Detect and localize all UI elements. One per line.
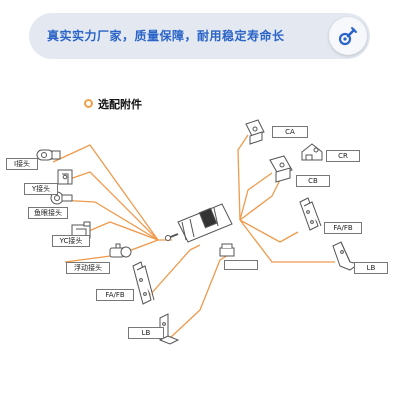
part-label-lb-left: LB bbox=[128, 327, 164, 339]
section-title: 选配附件 bbox=[98, 98, 142, 111]
slogan-banner: 真实实力厂家，质量保障，耐用稳定寿命长 bbox=[29, 13, 370, 59]
wrench-gear-icon[interactable] bbox=[329, 17, 367, 55]
part-label-cr: CR bbox=[326, 150, 360, 162]
part-label-y-joint: Y接头 bbox=[24, 183, 58, 195]
i-rod-end-icon bbox=[36, 149, 61, 161]
part-label-blank bbox=[224, 260, 258, 270]
section-bullet-icon bbox=[84, 99, 93, 108]
cylinder-bracket-icon bbox=[219, 243, 235, 257]
slogan-text: 真实实力厂家，质量保障，耐用稳定寿命长 bbox=[47, 29, 285, 43]
ca-clevis-icon bbox=[245, 119, 265, 145]
part-label-floating-joint: 浮动接头 bbox=[66, 262, 110, 274]
cr-clevis-icon bbox=[301, 143, 323, 161]
part-label-lb-right: LB bbox=[354, 262, 388, 274]
floating-joint-icon bbox=[109, 243, 132, 258]
part-label-fa-fb-left: FA/FB bbox=[96, 289, 134, 301]
part-label-ca: CA bbox=[272, 126, 308, 138]
fa-fb-flange-left-icon bbox=[132, 261, 155, 305]
part-label-yc-joint: YC接头 bbox=[52, 235, 90, 247]
fa-fb-flange-right-icon bbox=[299, 197, 322, 231]
lb-bracket-left-icon bbox=[159, 313, 180, 345]
yc-joint-icon bbox=[71, 221, 91, 239]
part-label-i-joint: I接头 bbox=[6, 158, 38, 170]
cb-clevis-icon bbox=[269, 155, 293, 183]
y-rod-end-icon bbox=[57, 169, 73, 185]
part-label-cb: CB bbox=[296, 175, 330, 187]
part-label-fish-eye-joint: 鱼眼接头 bbox=[28, 207, 68, 219]
cylinder-icon bbox=[165, 203, 233, 243]
part-label-fa-fb-right: FA/FB bbox=[324, 222, 362, 234]
